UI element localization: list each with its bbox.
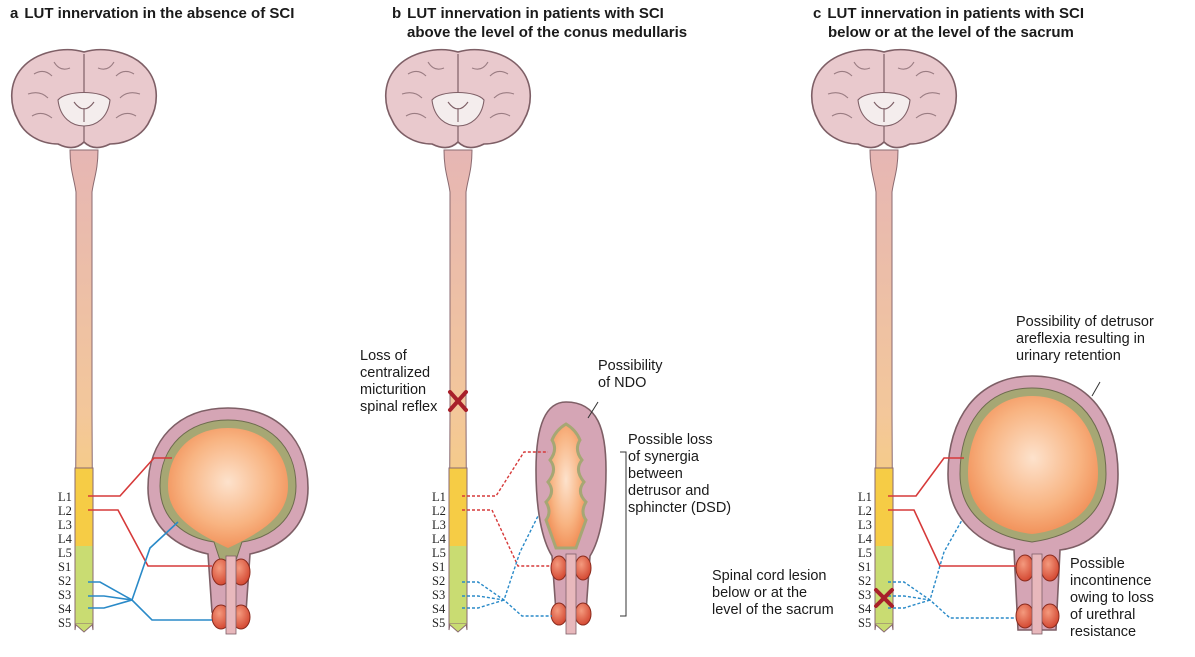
annotation-line: Possibility: [598, 358, 662, 375]
segment-l2-a: L2: [58, 504, 72, 518]
spinal-cord-b: [444, 150, 472, 632]
segment-s5-a: S5: [58, 616, 71, 630]
segment-s1-b: S1: [432, 560, 445, 574]
segment-s2-a: S2: [58, 574, 71, 588]
external-sphincter-c: [1016, 604, 1034, 628]
brain-icon-c: [812, 50, 957, 148]
annotation-line: between: [628, 466, 731, 483]
segment-l4-b: L4: [432, 532, 447, 546]
segment-l1-c: L1: [858, 490, 872, 504]
segment-l5-b: L5: [432, 546, 446, 560]
segment-l2-b: L2: [432, 504, 446, 518]
annotation-line: owing to loss: [1070, 590, 1154, 607]
spinal-cord-a: [70, 150, 98, 632]
bladder-lumen-b: [546, 424, 586, 548]
annotation-line: of NDO: [598, 375, 662, 392]
nerve-red-b-2: [462, 510, 552, 566]
segment-l5-a: L5: [58, 546, 72, 560]
segment-s1-c: S1: [858, 560, 871, 574]
annotation-line: detrusor and: [628, 483, 731, 500]
annotation-line: of urethral: [1070, 607, 1154, 624]
segment-l1-a: L1: [58, 490, 72, 504]
annotation-detrusor-areflexia: Possibility of detrusor areflexia result…: [1016, 314, 1154, 365]
annotation-loss-of-reflex: Loss of centralized micturition spinal r…: [360, 348, 437, 416]
spinal-cord-c: [870, 150, 898, 632]
segment-s5-c: S5: [858, 616, 871, 630]
nerve-blue-c-2: [888, 596, 1016, 618]
segment-s2-b: S2: [432, 574, 445, 588]
annotation-line: resistance: [1070, 624, 1154, 641]
annotation-cord-lesion-sacrum: Spinal cord lesion below or at the level…: [712, 568, 834, 619]
segment-l3-a: L3: [58, 518, 72, 532]
segment-s4-a: S4: [58, 602, 72, 616]
segment-l2-c: L2: [858, 504, 872, 518]
segment-s4-c: S4: [858, 602, 872, 616]
annotation-possible-dsd: Possible loss of synergia between detrus…: [628, 432, 731, 517]
annotation-line: centralized: [360, 365, 437, 382]
segment-l3-b: L3: [432, 518, 446, 532]
annotation-line: of synergia: [628, 449, 731, 466]
annotation-line: Possibility of detrusor: [1016, 314, 1154, 331]
annotation-line: spinal reflex: [360, 399, 437, 416]
annotation-line: sphincter (DSD): [628, 500, 731, 517]
panel-a-diagram: L1 L2 L3 L4 L5 S1 S2 S3 S4 S5: [12, 50, 308, 634]
internal-sphincter-b: [551, 556, 567, 580]
nerve-blue-b-2: [462, 596, 552, 616]
annotation-line: incontinence: [1070, 573, 1154, 590]
segment-s3-b: S3: [432, 588, 445, 602]
annotation-line: urinary retention: [1016, 348, 1154, 365]
bladder-lumen-c: [968, 396, 1098, 534]
segment-l4-a: L4: [58, 532, 73, 546]
segment-l1-b: L1: [432, 490, 446, 504]
bracket-b: [620, 452, 626, 616]
brain-icon-a: [12, 50, 157, 148]
segment-l3-c: L3: [858, 518, 872, 532]
segment-s3-c: S3: [858, 588, 871, 602]
annotation-line: below or at the: [712, 585, 834, 602]
segment-s1-a: S1: [58, 560, 71, 574]
annotation-line: areflexia resulting in: [1016, 331, 1154, 348]
segment-s2-c: S2: [858, 574, 871, 588]
annotation-line: Possible loss: [628, 432, 731, 449]
annotation-line: Loss of: [360, 348, 437, 365]
segment-s3-a: S3: [58, 588, 71, 602]
nerve-red-b-1: [462, 452, 548, 496]
annotation-line: level of the sacrum: [712, 602, 834, 619]
segment-s4-b: S4: [432, 602, 446, 616]
annotation-line: micturition: [360, 382, 437, 399]
panel-b-diagram: L1 L2 L3 L4 L5 S1 S2 S3 S4 S5: [386, 50, 626, 634]
segment-l4-c: L4: [858, 532, 873, 546]
annotation-possible-incontinence: Possible incontinence owing to loss of u…: [1070, 556, 1154, 641]
nerve-blue-a-1: [88, 522, 178, 600]
annotation-possibility-ndo: Possibility of NDO: [598, 358, 662, 392]
annotation-line: Spinal cord lesion: [712, 568, 834, 585]
external-sphincter-b: [551, 603, 567, 625]
brain-icon-b: [386, 50, 531, 148]
internal-sphincter-c: [1016, 555, 1034, 581]
segment-l5-c: L5: [858, 546, 872, 560]
annotation-line: Possible: [1070, 556, 1154, 573]
segment-s5-b: S5: [432, 616, 445, 630]
